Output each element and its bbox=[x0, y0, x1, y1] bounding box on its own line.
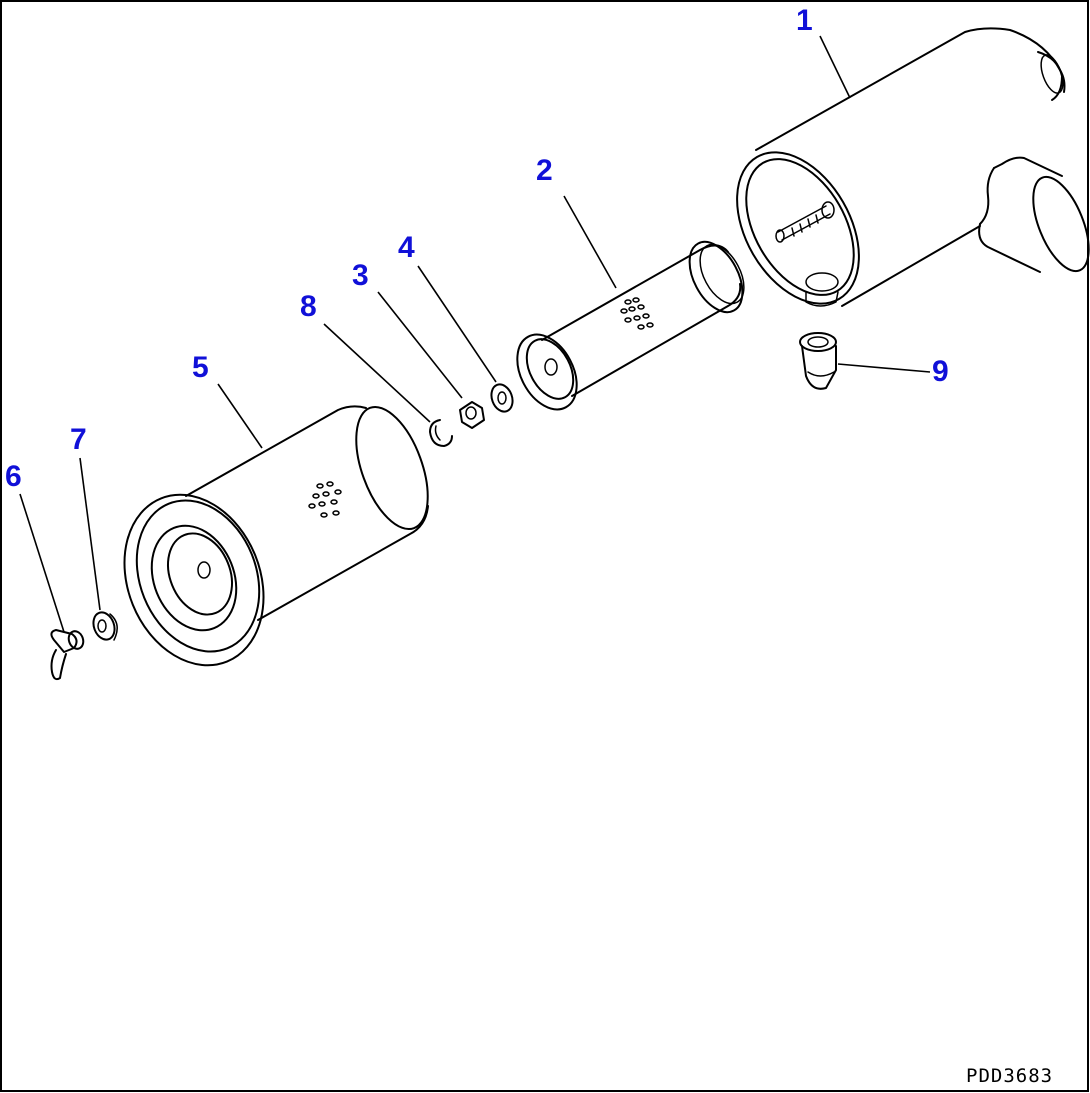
part-5-outer-element bbox=[123, 405, 429, 667]
drawing-number: PDD3683 bbox=[966, 1065, 1053, 1087]
part-3-nut bbox=[459, 401, 485, 429]
leader-6 bbox=[19, 493, 65, 633]
part-6-wing-nut bbox=[50, 629, 85, 681]
leader-3 bbox=[377, 291, 463, 399]
leader-4 bbox=[417, 265, 497, 383]
part-8-snap-ring bbox=[429, 419, 453, 447]
callout-1: 1 bbox=[796, 4, 813, 37]
callout-8: 8 bbox=[300, 290, 317, 323]
leader-9 bbox=[837, 363, 931, 373]
callouts: 1 2 3 4 5 6 7 8 9 bbox=[5, 4, 949, 493]
leader-1 bbox=[819, 35, 851, 99]
part-2-inner-element bbox=[516, 240, 745, 411]
part-9-valve bbox=[799, 332, 837, 390]
leader-7 bbox=[79, 457, 101, 611]
callout-3: 3 bbox=[352, 259, 369, 292]
callout-9: 9 bbox=[932, 355, 949, 388]
part-7-washer bbox=[92, 611, 118, 641]
callout-4: 4 bbox=[398, 231, 415, 264]
callout-7: 7 bbox=[70, 423, 87, 456]
part-1-cleaner-body bbox=[736, 27, 1090, 307]
leader-5 bbox=[217, 383, 263, 449]
part-4-washer bbox=[490, 383, 514, 413]
leader-lines bbox=[19, 35, 931, 633]
callout-5: 5 bbox=[192, 351, 209, 384]
callout-2: 2 bbox=[536, 154, 553, 187]
leader-8 bbox=[323, 323, 431, 423]
leader-2 bbox=[563, 195, 617, 289]
callout-6: 6 bbox=[5, 460, 22, 493]
